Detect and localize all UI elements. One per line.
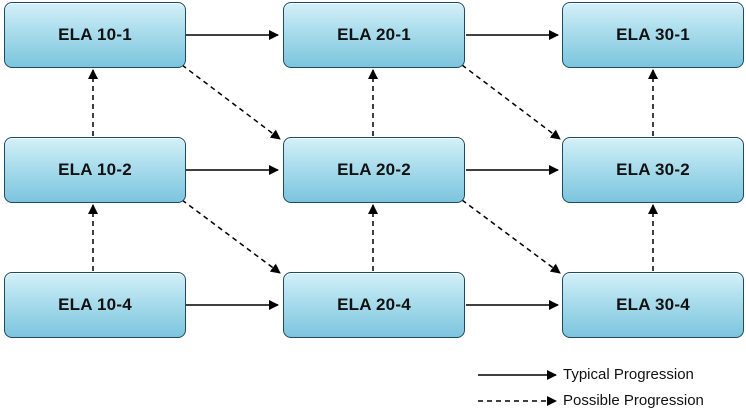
course-ela-30-1: ELA 30-1 — [562, 2, 744, 68]
course-ela-20-1: ELA 20-1 — [283, 2, 465, 68]
possible-arrow-20-1-to-30-2 — [461, 64, 561, 140]
course-label: ELA 10-1 — [58, 25, 132, 44]
course-label: ELA 20-4 — [337, 295, 411, 314]
course-label: ELA 10-4 — [58, 295, 132, 314]
course-label: ELA 20-2 — [337, 160, 411, 179]
course-label: ELA 20-1 — [337, 25, 411, 44]
course-ela-20-2: ELA 20-2 — [283, 137, 465, 203]
legend-typical-label: Typical Progression — [563, 366, 694, 383]
course-label: ELA 30-2 — [616, 160, 690, 179]
possible-arrow-20-2-to-30-4 — [461, 199, 561, 274]
course-label: ELA 30-1 — [616, 25, 690, 44]
course-label: ELA 10-2 — [58, 160, 132, 179]
legend-possible-label: Possible Progression — [563, 392, 704, 409]
course-ela-20-4: ELA 20-4 — [283, 272, 465, 338]
course-ela-10-1: ELA 10-1 — [4, 2, 186, 68]
course-label: ELA 30-4 — [616, 295, 690, 314]
course-ela-10-2: ELA 10-2 — [4, 137, 186, 203]
possible-arrow-10-2-to-20-4 — [181, 199, 281, 274]
course-ela-10-4: ELA 10-4 — [4, 272, 186, 338]
course-ela-30-4: ELA 30-4 — [562, 272, 744, 338]
possible-arrow-10-1-to-20-2 — [181, 64, 281, 140]
course-ela-30-2: ELA 30-2 — [562, 137, 744, 203]
